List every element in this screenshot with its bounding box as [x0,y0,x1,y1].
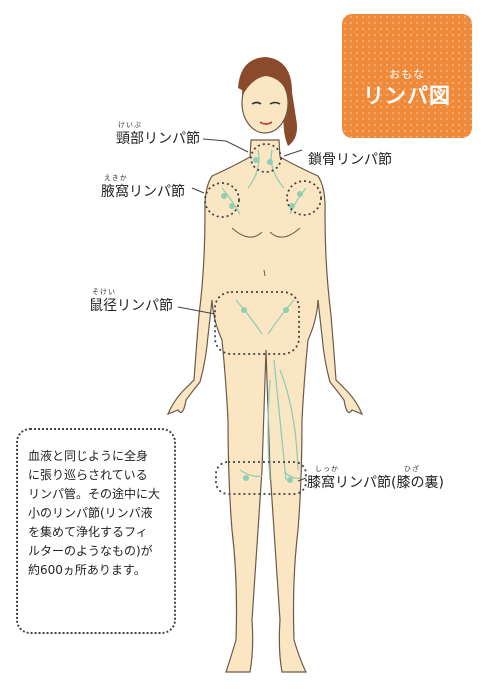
label-inguinal-lymph: 鼠径リンパ節 [89,298,173,314]
knee-ruby-1: しっか [315,465,339,473]
dotted-regions [204,143,322,495]
axil-ruby: えきか [104,174,128,182]
eyes [251,101,281,105]
navel [263,269,266,277]
neck-ruby: けいぶ [118,121,142,129]
badge-subtitle: おもな [389,68,425,81]
note-box [16,428,176,634]
ingu-ruby: そけい [92,288,116,296]
knee-ruby-2: ひざ [404,465,420,473]
leader-lines [177,138,307,482]
chest-lines [231,227,301,238]
title-badge: おもな リンパ図 [342,14,472,138]
body-silhouette [166,139,364,673]
label-neck-lymph: 頸部リンパ節 [116,131,200,147]
note-text: 血液と同じように全身 に張り巡らされている リンパ管。その途中に大 小のリンパ節… [28,449,161,577]
label-popliteal-lymph: 膝窩リンパ節(膝の裏) [307,475,444,491]
label-clavicle-lymph: 鎖骨リンパ節 [308,152,392,168]
label-axillary-lymph: 腋窩リンパ節 [101,184,185,200]
mouth [259,121,273,125]
lymph-nodes [221,157,303,483]
badge-title: リンパ図 [363,84,451,108]
hair-front [242,64,290,96]
